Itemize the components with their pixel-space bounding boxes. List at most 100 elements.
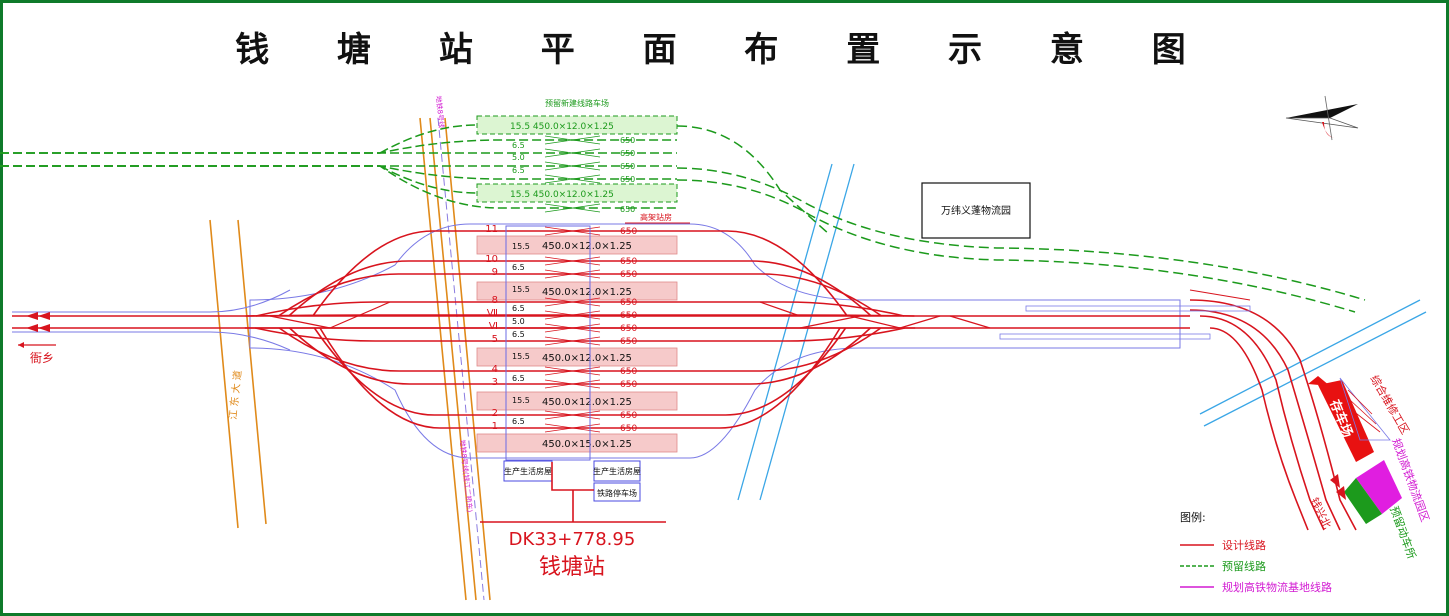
- storage-yard-block: [1318, 380, 1374, 462]
- jiangdong-avenue: [209, 117, 491, 601]
- station-track: [277, 273, 883, 317]
- legend-label: 规划高铁物流基地线路: [1222, 580, 1332, 594]
- reserved-track: [379, 165, 478, 194]
- track-number: 4: [492, 364, 498, 375]
- emu-depot-label: 预留动车所: [1387, 504, 1419, 560]
- track-length: 650: [620, 367, 637, 377]
- parking-box: [593, 482, 641, 502]
- platform: [476, 433, 678, 453]
- track-spacing: 15.5: [512, 352, 530, 361]
- elevated-station-label: 高架站房: [640, 212, 672, 222]
- logistics-base-block: [1356, 460, 1402, 514]
- reserved-yard: 预留新建线路车场 15.5 450.0×12.0×1.25 15.5 450.0…: [0, 98, 678, 214]
- track-spacing: 6.5: [512, 263, 525, 272]
- switch: [949, 315, 991, 329]
- station-crossover: [544, 297, 601, 307]
- station-crossover: [544, 323, 601, 333]
- logistics-park-label: 万纬义蓬物流园: [941, 204, 1011, 217]
- track-number: 9: [492, 267, 498, 278]
- track-length: 650: [620, 270, 637, 280]
- track-length: 650: [620, 380, 637, 390]
- reserved-spacing: 6.5: [512, 141, 525, 150]
- reserved-crossover: [544, 174, 601, 184]
- reserved-branch-lines: [676, 125, 1366, 313]
- track-number: 3: [492, 377, 498, 388]
- track-spacing: 6.5: [512, 330, 525, 339]
- reserved-crossover: [544, 148, 601, 158]
- switch: [849, 315, 901, 329]
- reserved-spacing: 6.5: [512, 166, 525, 175]
- station-track: [289, 327, 871, 385]
- platform-label: 450.0×15.0×1.25: [542, 439, 632, 450]
- reserved-track: [0, 165, 677, 180]
- track-spacing: 5.0: [512, 317, 525, 326]
- station-mileage: DK33+778.95: [509, 529, 636, 550]
- north-arrow-icon: [1285, 95, 1359, 141]
- station-track: [319, 327, 841, 429]
- logistics-park-box: [921, 182, 1031, 239]
- track-number: 8: [492, 295, 498, 306]
- track-number: 2: [492, 408, 498, 419]
- platform: [476, 281, 678, 301]
- track-length: 650: [620, 227, 637, 237]
- track-length: 650: [620, 311, 637, 321]
- track-spacing: 15.5: [512, 285, 530, 294]
- track-length: 650: [620, 298, 637, 308]
- left-city-label: 衙乡: [30, 351, 54, 365]
- station-center-marker: [480, 462, 666, 523]
- reserved-length: 650: [620, 162, 635, 171]
- maintenance-area: [1339, 377, 1391, 441]
- station-crossover: [544, 226, 601, 236]
- reserved-platform-2: [476, 183, 678, 203]
- station-crossover: [544, 410, 601, 420]
- station-crossover: [544, 310, 601, 320]
- left-city-arrow-icon: [18, 342, 56, 348]
- reserved-platform-1: [476, 115, 678, 135]
- station-crossover: [544, 256, 601, 266]
- reserved-crossover: [544, 203, 601, 213]
- platform: [476, 235, 678, 255]
- station-crossover: [544, 366, 601, 376]
- station-crossover: [544, 336, 601, 346]
- legend-label: 设计线路: [1222, 538, 1266, 552]
- reserved-length: 650: [620, 136, 635, 145]
- platform: [476, 347, 678, 367]
- switch: [759, 301, 801, 317]
- station-track: [312, 230, 848, 317]
- reserved-crossover: [544, 161, 601, 171]
- switch: [329, 301, 391, 329]
- right-main-line: [1030, 289, 1357, 531]
- reserved-crossover: [544, 135, 601, 145]
- track-number: Ⅵ: [489, 321, 498, 332]
- reserved-length: 650: [620, 205, 635, 214]
- right-direction-arrows: [1330, 474, 1346, 500]
- storage-yard-tip: [1308, 376, 1330, 386]
- station-crossover: [544, 379, 601, 389]
- track-spacing: 6.5: [512, 417, 525, 426]
- track-spacing: 6.5: [512, 304, 525, 313]
- right-passing-loop: [1025, 305, 1251, 312]
- track-length: 650: [620, 411, 637, 421]
- reserved-yard-title: 预留新建线路车场: [545, 98, 609, 108]
- reserved-platform-label-1: 15.5 450.0×12.0×1.25: [510, 122, 614, 132]
- track-length: 650: [620, 324, 637, 334]
- reserved-track: [379, 124, 478, 154]
- building-right: [593, 460, 641, 482]
- station-crossover: [544, 269, 601, 279]
- metro-line-8: [437, 117, 485, 601]
- track-length: 650: [620, 257, 637, 267]
- station-track: [288, 260, 872, 317]
- platform-label: 450.0×12.0×1.25: [542, 397, 632, 408]
- track-number: 1: [492, 421, 498, 432]
- station-track: [255, 327, 905, 342]
- metro-bottom-label: 地铁8号线(钱江二桥东): [458, 439, 475, 513]
- platform-label: 450.0×12.0×1.25: [542, 353, 632, 364]
- station-bounding-box: [505, 225, 591, 461]
- track-spacing: 15.5: [512, 242, 530, 251]
- track-length: 650: [620, 337, 637, 347]
- track-number: Ⅶ: [487, 308, 498, 319]
- right-city-label: 钱兴北: [1307, 495, 1334, 531]
